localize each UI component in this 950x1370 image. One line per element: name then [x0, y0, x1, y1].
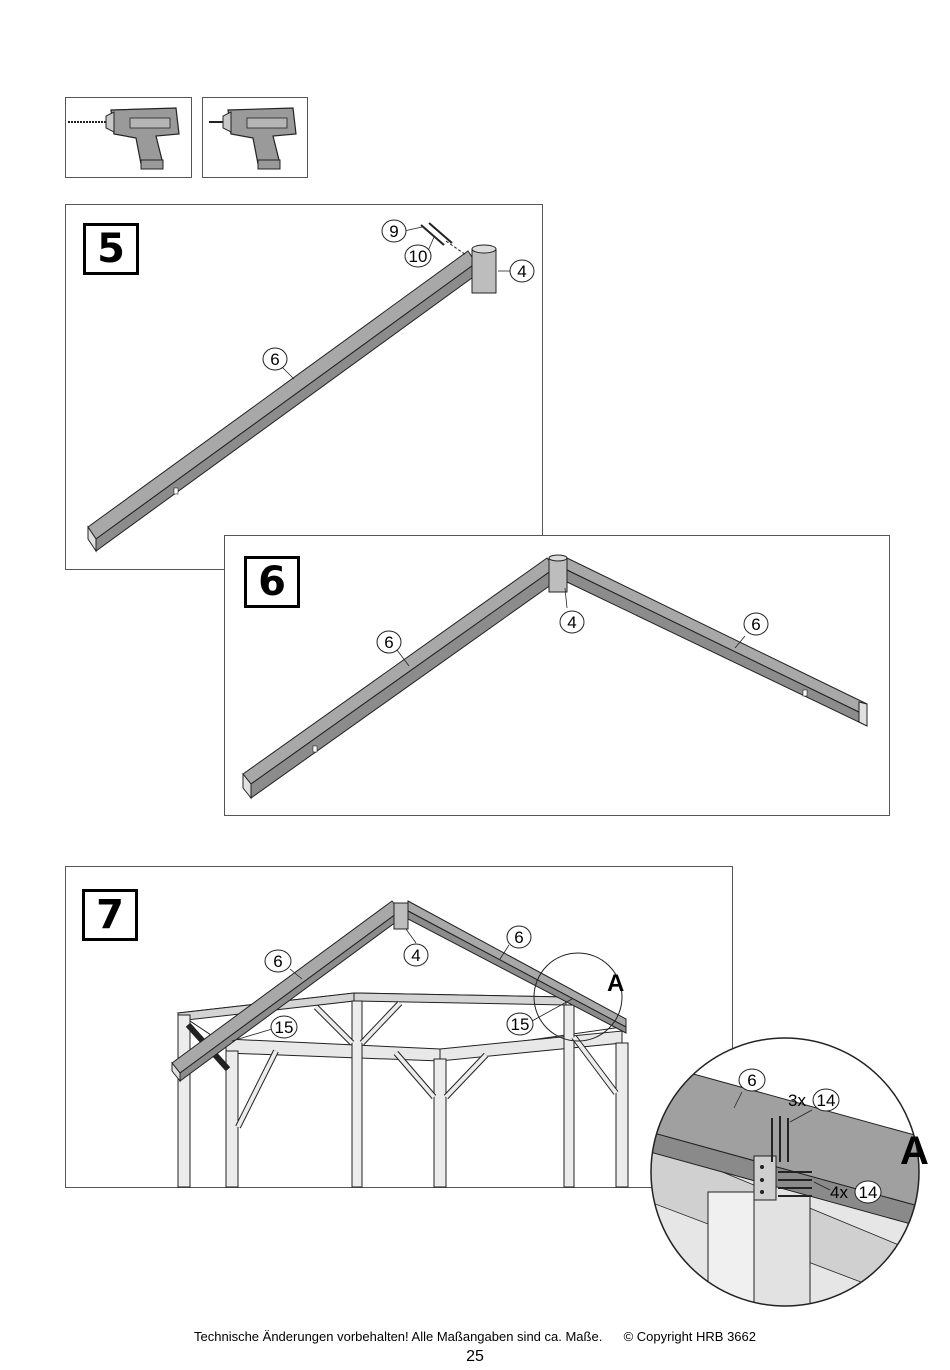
detail-a-zoom: 6 3x 14 4x 14 A	[650, 1022, 940, 1312]
detail-side-screws-qty: 4x	[830, 1183, 848, 1202]
step-7-panel: 7	[65, 866, 733, 1188]
label-detail-a: A	[607, 970, 624, 997]
step-6-illustration: 6 4 6	[242, 554, 868, 800]
detail-a-illustration: 6 3x 14 4x 14 A	[650, 1037, 929, 1307]
drill-with-short-bit-icon	[209, 107, 297, 170]
label-screw-9: 9	[389, 222, 398, 241]
label-connector-4: 4	[517, 262, 526, 281]
step-7-number: 7	[82, 889, 138, 941]
label-rafter-right-6: 6	[751, 615, 760, 634]
label-bracket-right-15: 15	[511, 1015, 530, 1034]
step-5-panel: 5 9 10 4 6	[65, 204, 543, 570]
tool-box-drill-long	[65, 97, 192, 178]
label-connector-4: 4	[411, 946, 420, 965]
drill-with-long-bit-icon	[68, 107, 180, 170]
label-rafter-left-6: 6	[384, 633, 393, 652]
page-number: 25	[466, 1348, 484, 1365]
footer: Technische Änderungen vorbehalten! Alle …	[0, 1329, 950, 1344]
footer-notice: Technische Änderungen vorbehalten! Alle …	[194, 1329, 603, 1344]
step-5-number: 5	[83, 223, 139, 275]
label-bracket-left-15: 15	[275, 1018, 294, 1037]
detail-letter-a: A	[900, 1129, 929, 1173]
detail-top-screws-qty: 3x	[788, 1091, 806, 1110]
label-rafter-right-6: 6	[514, 928, 523, 947]
footer-copyright: © Copyright HRB 3662	[623, 1329, 756, 1344]
detail-label-rafter-6: 6	[747, 1071, 756, 1090]
label-washer-10: 10	[409, 247, 428, 266]
step-7-illustration: 6 4 6 15 15 A	[171, 900, 629, 1188]
label-connector-4: 4	[567, 613, 576, 632]
step-6-panel: 6 6 4 6	[224, 535, 890, 816]
step-6-number: 6	[244, 556, 300, 608]
detail-top-screws-part: 14	[817, 1091, 836, 1110]
detail-side-screws-part: 14	[859, 1183, 878, 1202]
label-rafter-left-6: 6	[273, 952, 282, 971]
tool-box-drill-short	[202, 97, 308, 178]
label-rafter-6: 6	[270, 350, 279, 369]
step-5-illustration: 9 10 4 6	[87, 219, 535, 553]
